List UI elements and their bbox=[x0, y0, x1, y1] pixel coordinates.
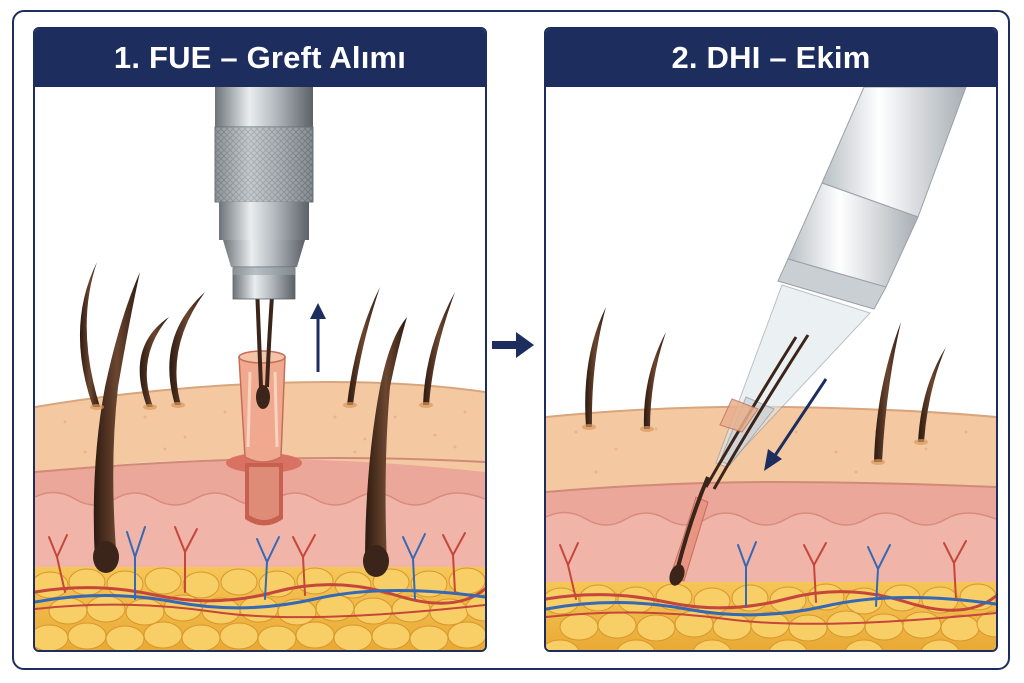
fue-extraction-illustration bbox=[35, 87, 485, 650]
punch-tool bbox=[214, 87, 314, 300]
down-left-arrow-icon bbox=[764, 378, 828, 471]
implanter-pen bbox=[704, 87, 967, 490]
panel-fue-title: 1. FUE – Greft Alımı bbox=[35, 29, 485, 87]
dermis-layer bbox=[546, 482, 996, 582]
up-arrow-icon bbox=[310, 303, 326, 372]
right-arrow-icon bbox=[492, 332, 534, 358]
blood-vessels bbox=[546, 540, 996, 625]
dhi-implantation-illustration bbox=[546, 87, 996, 650]
hair-bulbs bbox=[93, 541, 389, 577]
panel-dhi-title: 2. DHI – Ekim bbox=[546, 29, 996, 87]
hair-strands bbox=[585, 307, 946, 462]
hair-strands bbox=[79, 262, 455, 565]
blood-vessels bbox=[35, 526, 485, 619]
extracted-graft bbox=[238, 282, 286, 463]
follicle-openings bbox=[90, 402, 433, 410]
panel-fue: 1. FUE – Greft Alımı bbox=[33, 27, 487, 652]
implantation-channel bbox=[669, 476, 710, 586]
extraction-hole bbox=[226, 453, 302, 526]
follicle-openings bbox=[582, 424, 928, 465]
panel-dhi: 2. DHI – Ekim bbox=[544, 27, 998, 652]
